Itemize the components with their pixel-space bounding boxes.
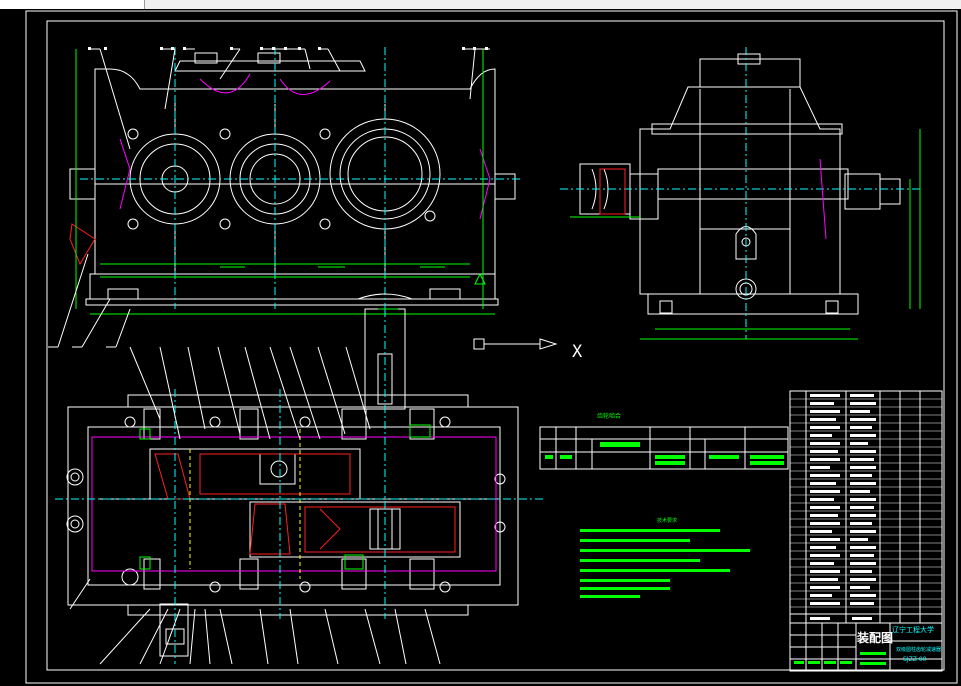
plan-view <box>66 293 519 657</box>
school-name-label: 辽宁工程大学 <box>892 626 934 634</box>
front-view-colored <box>69 47 520 315</box>
parts-list <box>789 390 943 624</box>
front-view-balloons <box>88 47 488 50</box>
title-block-cells <box>794 652 886 665</box>
inner-border <box>46 20 945 671</box>
parts-list-cells <box>810 394 876 620</box>
tech-notes-heading: 技术要求 <box>657 518 678 524</box>
gear-table <box>539 426 789 470</box>
side-view <box>579 53 901 315</box>
front-view-leaders <box>48 48 490 348</box>
gear-table-heading: 齿轮啮合 <box>597 413 622 420</box>
view-direction-label: X <box>572 342 583 362</box>
plan-view-colored <box>55 308 545 664</box>
drawing-subtitle-label: 双级圆柱齿轮减速器 <box>896 647 942 653</box>
view-arrow <box>473 338 558 350</box>
drawing-type-label: 装配图 <box>857 631 894 645</box>
drawing-number-label: SJZZ-00 <box>903 656 927 663</box>
side-view-colored <box>560 47 921 340</box>
parts-list-rows <box>790 398 942 608</box>
outer-border <box>25 10 958 684</box>
cad-drawing-canvas[interactable]: 装配图 辽宁工程大学 双级圆柱齿轮减速器 SJZZ-00 齿轮啮合 技术要求 X <box>0 9 961 686</box>
window-topbar <box>0 0 961 9</box>
title-block <box>789 622 943 672</box>
document-tab[interactable] <box>0 0 145 9</box>
plan-view-leaders <box>69 346 441 665</box>
tech-notes-lines <box>580 529 750 598</box>
assembly-drawing <box>25 10 958 684</box>
